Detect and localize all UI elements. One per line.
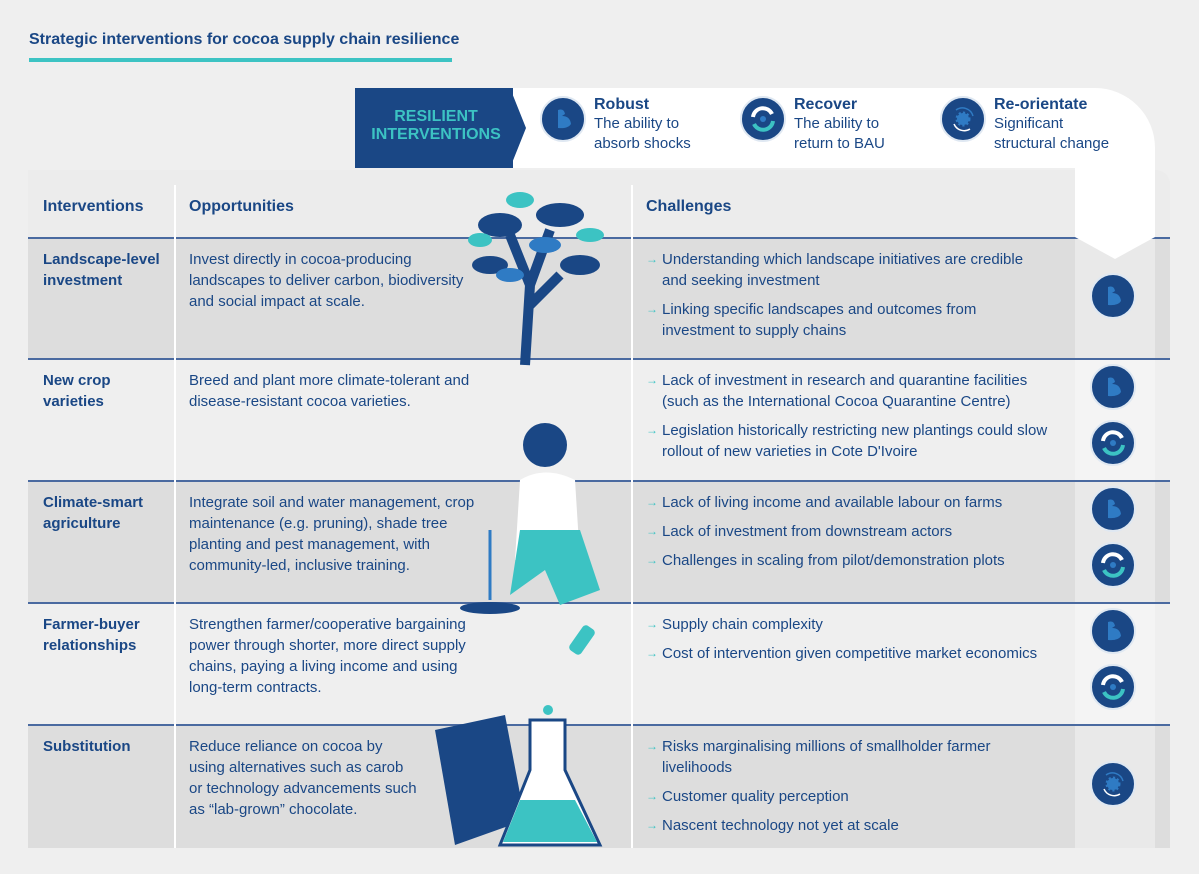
- challenge-item: Nascent technology not yet at scale: [646, 815, 1051, 836]
- legend-name: Robust: [594, 96, 650, 113]
- robust-icon: [540, 96, 586, 142]
- resilient-label-box: [355, 88, 513, 168]
- legend-name: Recover: [794, 96, 858, 113]
- challenges-list: Lack of living income and available labo…: [646, 492, 1051, 579]
- challenge-item: Risks marginalising millions of smallhol…: [646, 736, 1051, 778]
- robust-icon: [1090, 608, 1136, 654]
- intervention-name: Landscape-level investment: [43, 251, 160, 289]
- challenge-item: Customer quality perception: [646, 786, 1051, 807]
- recover-icon: [1090, 420, 1136, 466]
- challenge-item: Lack of living income and available labo…: [646, 492, 1051, 513]
- opportunity-text: Strengthen farmer/cooperative bargaining…: [189, 616, 466, 696]
- resilience-icons: [1090, 761, 1136, 807]
- recover-icon: [1090, 542, 1136, 588]
- resilience-icons: [1090, 608, 1136, 710]
- challenge-item: Linking specific landscapes and outcomes…: [646, 299, 1051, 341]
- intervention-name: Climate-smart agriculture: [43, 494, 144, 532]
- reorientate-icon: [1090, 761, 1136, 807]
- legend-connector: [1075, 150, 1155, 238]
- resilient-label: RESILIENT INTERVENTIONS: [355, 108, 517, 144]
- legend-desc: The ability to: [594, 115, 680, 132]
- opportunity-text: Reduce reliance on cocoa by using altern…: [189, 738, 417, 818]
- legend-desc: structural change: [994, 135, 1110, 152]
- header-opportunities: Opportunities: [189, 198, 294, 215]
- title-underline: [29, 58, 452, 62]
- challenges-list: Supply chain complexityCost of intervent…: [646, 614, 1051, 672]
- challenges-list: Lack of investment in research and quara…: [646, 370, 1051, 470]
- farmer-illustration: [460, 423, 600, 614]
- legend-desc: return to BAU: [794, 135, 885, 152]
- challenge-item: Understanding which landscape initiative…: [646, 249, 1051, 291]
- legend-desc: absorb shocks: [594, 135, 691, 152]
- legend-banner: [510, 88, 1155, 168]
- robust-icon: [1090, 364, 1136, 410]
- resilient-label-line1: RESILIENT: [394, 108, 478, 125]
- robust-icon: [1090, 272, 1136, 319]
- recover-icon: [1090, 664, 1136, 710]
- opportunity-text: Invest directly in cocoa-producing lands…: [189, 251, 464, 310]
- legend-desc: The ability to: [794, 115, 880, 132]
- challenge-item: Challenges in scaling from pilot/demonst…: [646, 550, 1051, 571]
- legend-name: Re-orientate: [994, 96, 1088, 113]
- intervention-name: Farmer-buyer relationships: [43, 616, 140, 654]
- resilient-arrow: [510, 88, 526, 168]
- recover-icon: [740, 96, 786, 142]
- column-divider: [631, 185, 633, 848]
- opportunity-text: Integrate soil and water management, cro…: [189, 494, 475, 574]
- arrow-down: [1075, 237, 1155, 259]
- challenges-list: Risks marginalising millions of smallhol…: [646, 736, 1051, 844]
- intervention-name: Substitution: [43, 738, 131, 755]
- resilience-icons: [1090, 272, 1136, 319]
- challenge-item: Lack of investment in research and quara…: [646, 370, 1051, 412]
- page-title: Strategic interventions for cocoa supply…: [29, 31, 460, 48]
- header-challenges: Challenges: [646, 198, 732, 215]
- cocoa-tree-illustration: [468, 192, 604, 366]
- challenges-list: Understanding which landscape initiative…: [646, 249, 1051, 349]
- challenge-item: Cost of intervention given competitive m…: [646, 643, 1051, 664]
- resilience-icons: [1090, 486, 1136, 588]
- opportunity-text: Breed and plant more climate-tolerant an…: [189, 372, 470, 410]
- intervention-name: New crop varieties: [43, 372, 111, 410]
- challenge-item: Legislation historically restricting new…: [646, 420, 1051, 462]
- challenge-item: Supply chain complexity: [646, 614, 1051, 635]
- reorientate-icon: [940, 96, 986, 142]
- legend-desc: Significant: [994, 115, 1064, 132]
- robust-icon: [1090, 486, 1136, 532]
- resilience-icons: [1090, 364, 1136, 466]
- challenge-item: Lack of investment from downstream actor…: [646, 521, 1051, 542]
- chocolate-flask-illustration: [435, 625, 603, 847]
- header-interventions: Interventions: [43, 198, 144, 215]
- column-divider: [174, 185, 176, 848]
- resilient-label-line2: INTERVENTIONS: [371, 126, 501, 143]
